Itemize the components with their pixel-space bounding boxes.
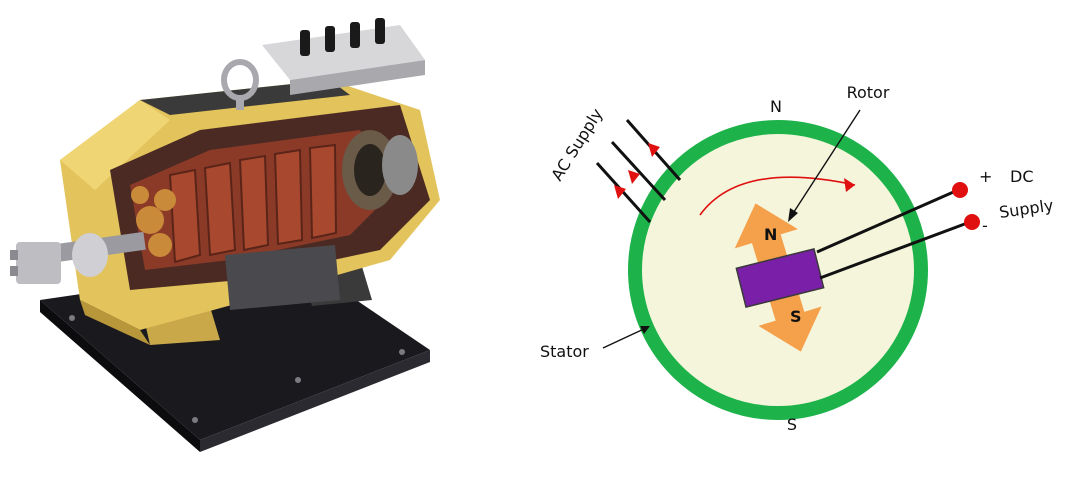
- rotor-label: Rotor: [847, 83, 890, 102]
- rotor-south-label: S: [790, 307, 802, 326]
- pole-south-label: S: [787, 415, 797, 434]
- stator-pointer: [602, 326, 650, 349]
- dc-plus-label: +: [979, 167, 992, 186]
- rotor-north-label: N: [764, 225, 777, 244]
- rotor-magnet: [735, 248, 825, 308]
- rotor-pointer: [788, 109, 861, 222]
- stator-label: Stator: [540, 342, 589, 361]
- dc-positive-terminal: [952, 182, 968, 198]
- rotation-arrow: [699, 176, 856, 216]
- motor-shaft: [10, 231, 146, 284]
- dc-negative-terminal: [964, 214, 980, 230]
- motor-interior: [110, 105, 430, 310]
- dc-label: DC: [1010, 167, 1034, 186]
- motor-cutaway-photo: [10, 18, 440, 452]
- synchronous-motor-diagram: N S Rotor Stator AC Supply + - DC Supply…: [500, 0, 1079, 445]
- dc-wires: [816, 188, 971, 280]
- pole-north-label: N: [770, 97, 782, 116]
- ac-arrows: [614, 143, 660, 199]
- terminal-box: [262, 18, 425, 95]
- lifting-eye-bolt: [221, 59, 259, 110]
- dc-minus-label: -: [982, 216, 988, 235]
